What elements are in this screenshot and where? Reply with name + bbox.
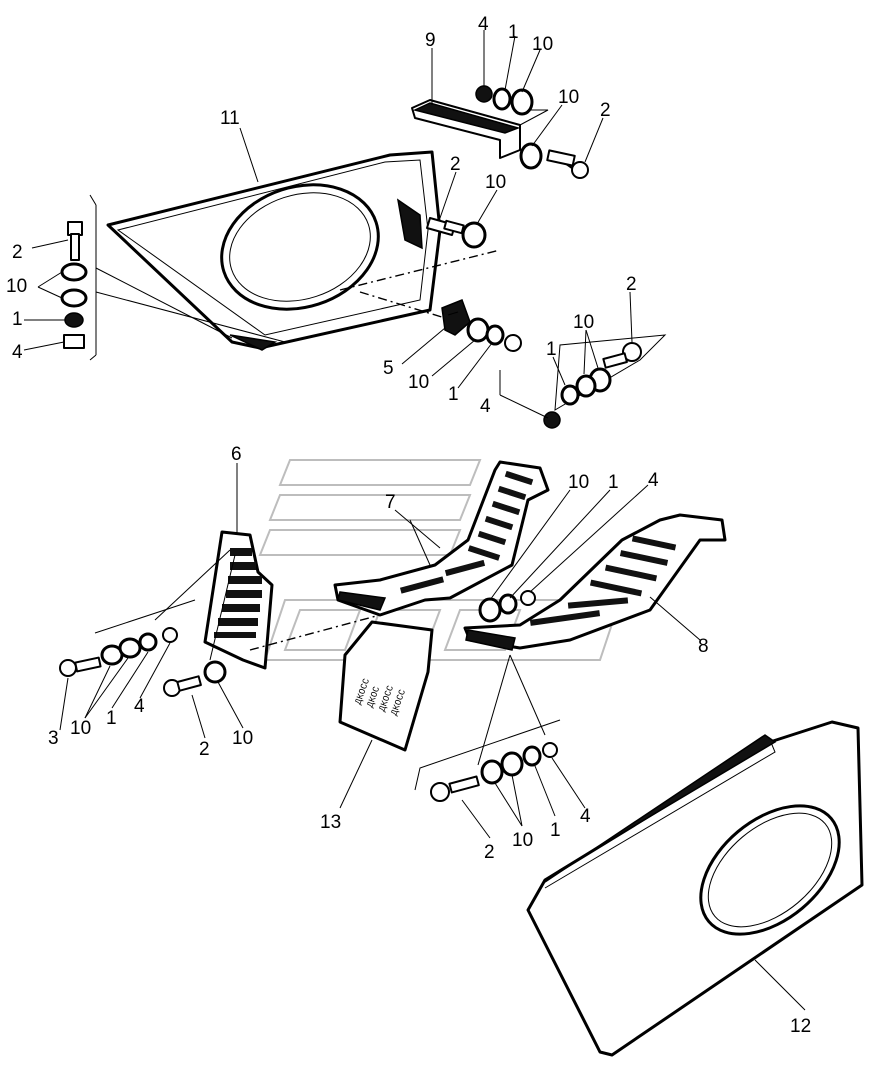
hardware-bottom	[414, 654, 561, 802]
callout-1-top: 1	[508, 22, 519, 43]
callout-1-c5: 1	[448, 384, 459, 405]
hardware-low-left	[59, 599, 381, 697]
callout-4-c5: 4	[480, 396, 491, 417]
part-7-perforation	[399, 470, 534, 594]
part-13-plate: ДКОСС ДКОС ДКОСС ДКОСС	[338, 620, 434, 752]
leader-lines	[23, 30, 806, 1011]
callout-1-left: 1	[12, 309, 23, 330]
hardware-mid	[339, 217, 501, 291]
part-7-step	[333, 460, 550, 617]
callout-1-bot: 1	[550, 820, 561, 841]
callout-10-bot: 10	[512, 830, 533, 851]
callout-3: 3	[48, 728, 59, 749]
callout-10-mid: 10	[485, 172, 506, 193]
callout-2-left: 2	[12, 242, 23, 263]
callout-labels: 9 4 1 10 10 2 11 2 10 2 10 1 4 5 10 1 4 …	[6, 14, 811, 1037]
callout-11: 11	[220, 108, 240, 129]
callout-4-low: 4	[134, 696, 145, 717]
callout-10-top: 10	[532, 34, 553, 55]
callout-2-mid: 2	[450, 154, 461, 175]
callout-10-step: 10	[568, 472, 589, 493]
callout-1-low: 1	[106, 708, 117, 729]
part-9-bracket	[411, 99, 549, 159]
callout-2-low: 2	[199, 739, 210, 760]
hardware-top	[475, 85, 589, 179]
callout-7: 7	[385, 492, 396, 513]
callout-8: 8	[698, 636, 709, 657]
part-5-bracket	[359, 291, 522, 352]
callout-4-bot: 4	[580, 806, 591, 827]
callout-9: 9	[425, 30, 436, 51]
callout-4-top: 4	[478, 14, 489, 35]
callout-6: 6	[231, 444, 242, 465]
callout-2-right: 2	[626, 274, 637, 295]
callout-1-right: 1	[546, 339, 557, 360]
callout-10-top2: 10	[558, 87, 579, 108]
callout-13: 13	[320, 812, 341, 833]
hardware-step	[478, 484, 649, 623]
part-8-perforation	[529, 535, 677, 626]
callout-5: 5	[383, 358, 394, 379]
callout-1-step: 1	[608, 472, 619, 493]
part-6-perforation	[214, 548, 262, 638]
callout-10-low2: 10	[232, 728, 253, 749]
callout-10-left: 10	[6, 276, 27, 297]
part-12-lower-shroud	[526, 720, 864, 1057]
callout-2-top: 2	[600, 100, 611, 121]
callout-10-right: 10	[573, 312, 594, 333]
callout-4-left: 4	[12, 342, 23, 363]
callout-10-c5: 10	[408, 372, 429, 393]
callout-10-low: 10	[70, 718, 91, 739]
hardware-right	[499, 334, 667, 429]
part-8-step	[463, 513, 727, 651]
hardware-left-stack	[60, 194, 286, 361]
callout-12: 12	[790, 1016, 811, 1037]
part-6-side-grate	[154, 530, 274, 670]
callout-2-bot: 2	[484, 842, 495, 863]
part-11-upper-shroud	[106, 150, 442, 351]
callout-4-step: 4	[648, 470, 659, 491]
